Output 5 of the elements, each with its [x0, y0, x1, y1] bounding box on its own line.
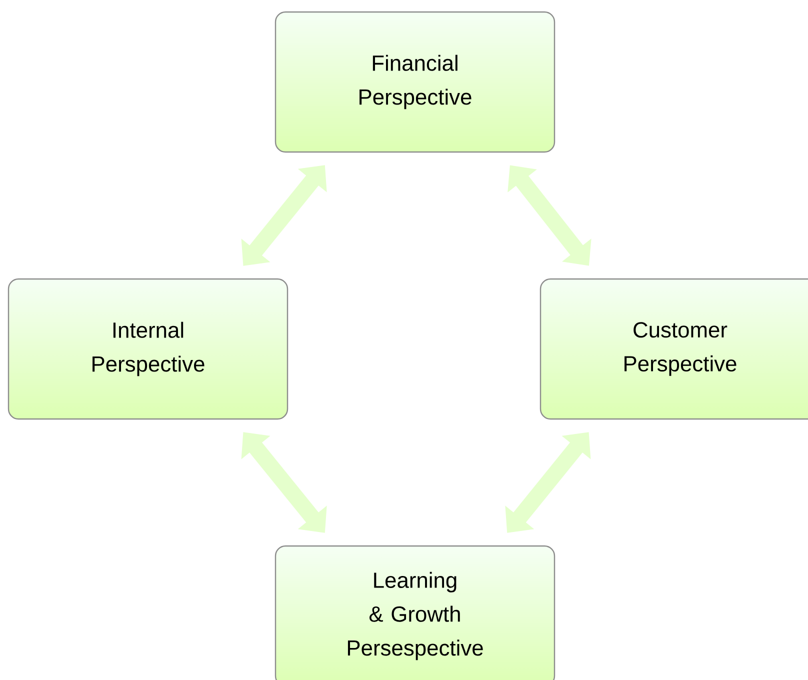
perspective-box: Customer Perspective: [540, 278, 808, 420]
perspective-box: Internal Perspective: [8, 278, 288, 420]
perspective-box: Learning & Growth Persespective: [274, 545, 556, 680]
perspective-box: Financial Perspective: [274, 11, 556, 153]
double-arrow: [241, 432, 327, 533]
